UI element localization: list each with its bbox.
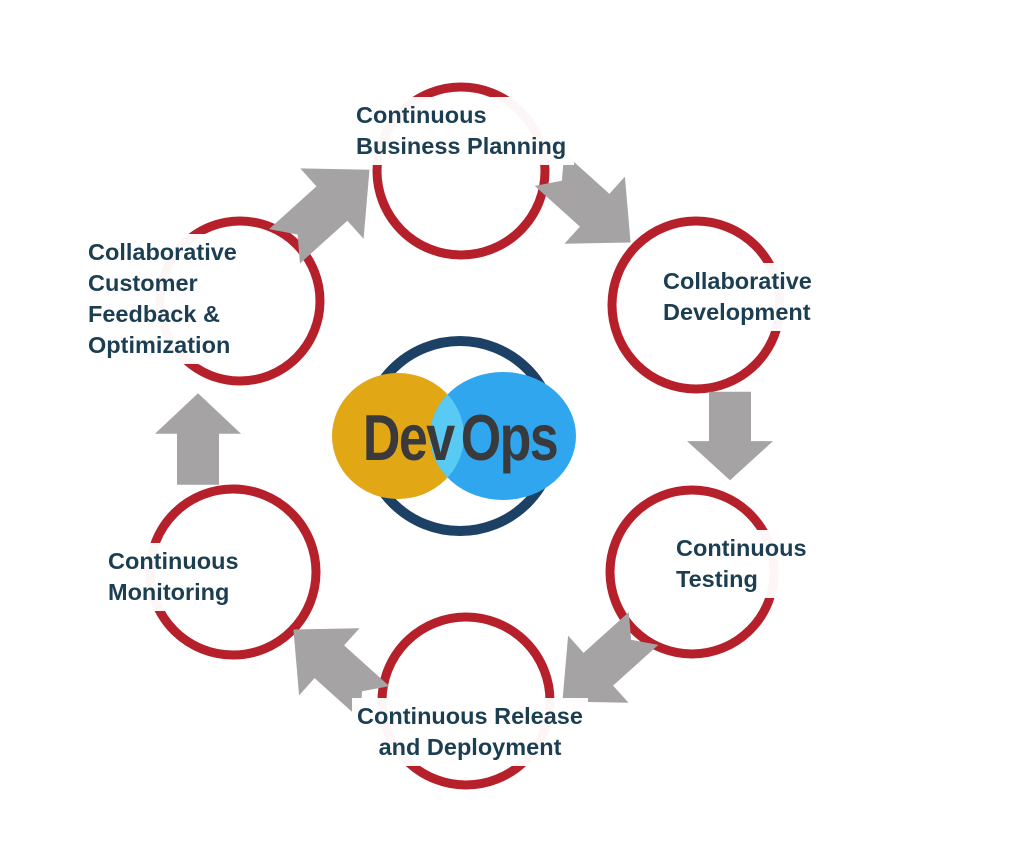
- label-line: Collaborative: [663, 268, 812, 294]
- arrow-down-right-icon: [534, 153, 631, 244]
- logo-ops-ellipse: [430, 372, 576, 500]
- arrow-up-icon: [155, 393, 241, 485]
- cycle-arrows: [155, 153, 773, 719]
- label-line: Feedback &: [88, 301, 220, 327]
- label-line: Development: [663, 299, 811, 325]
- logo-dev-ellipse: [332, 373, 464, 499]
- label-line: Testing: [676, 566, 758, 592]
- label-line: Business Planning: [356, 133, 567, 159]
- stage-circle-business-planning: [372, 82, 550, 260]
- label-line: and Deployment: [378, 734, 562, 760]
- logo-dev-text: Dev: [362, 400, 455, 474]
- label-line: Continuous: [676, 535, 807, 561]
- logo-ops-text: Ops: [460, 400, 559, 474]
- label-line: Optimization: [88, 332, 231, 358]
- label-line: Monitoring: [108, 579, 230, 605]
- label-release: Continuous Release and Deployment: [352, 698, 588, 766]
- arrow-down-icon: [687, 391, 773, 481]
- arrow-up-right-icon: [269, 168, 370, 264]
- arrow-down-left-icon: [562, 612, 659, 703]
- label-monitoring: Continuous Monitoring: [100, 543, 247, 611]
- label-line: Continuous: [108, 548, 239, 574]
- devops-logo: [332, 336, 576, 536]
- label-line: Continuous Release: [357, 703, 583, 729]
- label-development: Collaborative Development: [655, 263, 820, 331]
- arrow-up-left-icon: [293, 628, 390, 719]
- label-line: Collaborative: [88, 239, 237, 265]
- label-line: Customer: [88, 270, 198, 296]
- label-feedback: Collaborative Customer Feedback & Optimi…: [80, 234, 245, 364]
- label-line: Continuous: [356, 102, 487, 128]
- label-testing: Continuous Testing: [668, 530, 815, 598]
- label-business-planning: Continuous Business Planning: [348, 97, 575, 165]
